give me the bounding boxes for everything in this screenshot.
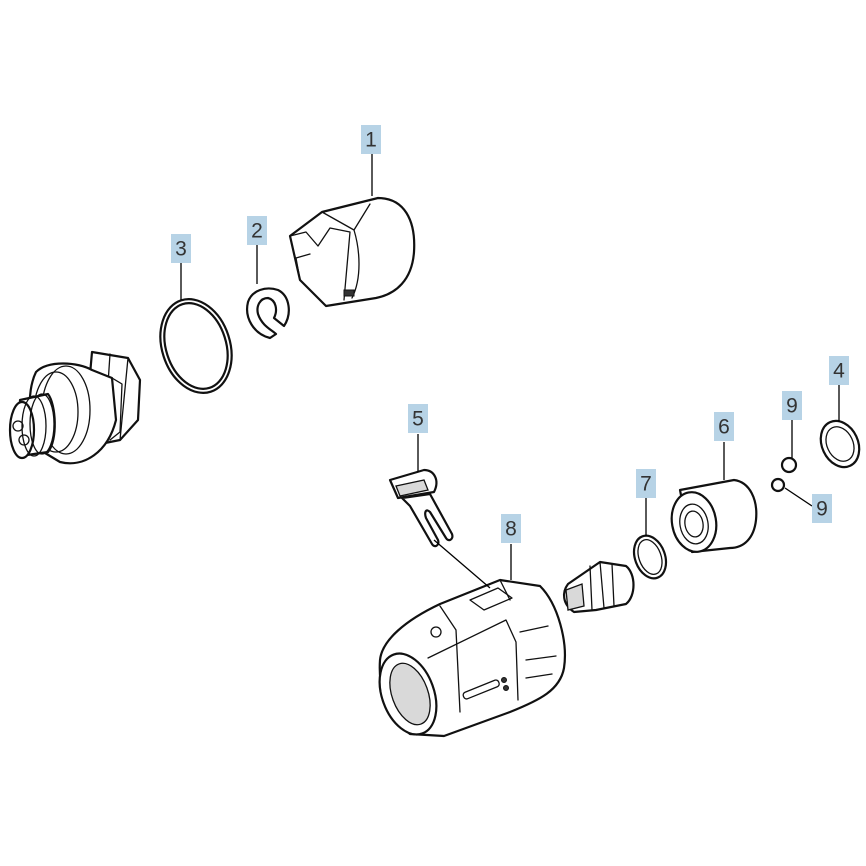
callout-8-label: 8: [505, 518, 517, 541]
nozzle-insert-part: [562, 560, 635, 614]
callout-7-label: 7: [640, 473, 652, 496]
part-4-seal-ring: [819, 419, 861, 469]
callout-4-label: 4: [833, 360, 845, 383]
callout-9-upper: 9: [782, 391, 802, 420]
callout-4: 4: [829, 356, 849, 385]
part-6-cap: [670, 478, 758, 554]
part-5-locking-fork: [388, 468, 454, 548]
callout-3-label: 3: [175, 238, 187, 261]
leader-9-lower: [784, 487, 813, 507]
callout-9-lower: 9: [812, 494, 832, 523]
callout-7: 7: [636, 469, 656, 498]
callout-6: 6: [714, 412, 734, 441]
part-9-small-ring-upper: [780, 456, 798, 474]
leader-lines: [180, 154, 840, 580]
callout-5-label: 5: [412, 408, 424, 431]
part-1-sleeve: [288, 196, 416, 308]
callout-9-lower-label: 9: [816, 498, 828, 521]
part-2-retaining-clip: [246, 287, 290, 340]
callout-9-upper-label: 9: [786, 395, 798, 418]
threaded-connector-part: [8, 350, 142, 465]
part-3-large-o-ring: [159, 298, 233, 394]
callout-3: 3: [171, 234, 191, 263]
callout-2: 2: [247, 216, 267, 245]
part-8-nozzle-body: [378, 578, 566, 738]
part-7-small-o-ring: [632, 534, 668, 580]
callout-2-label: 2: [251, 220, 263, 243]
callout-1: 1: [361, 125, 381, 154]
callout-1-label: 1: [365, 129, 377, 152]
part-9-small-ring-lower: [770, 477, 786, 493]
leader-part-5-to-8: [433, 539, 491, 589]
callout-5: 5: [408, 404, 428, 433]
callout-6-label: 6: [718, 416, 730, 439]
callout-8: 8: [501, 514, 521, 543]
